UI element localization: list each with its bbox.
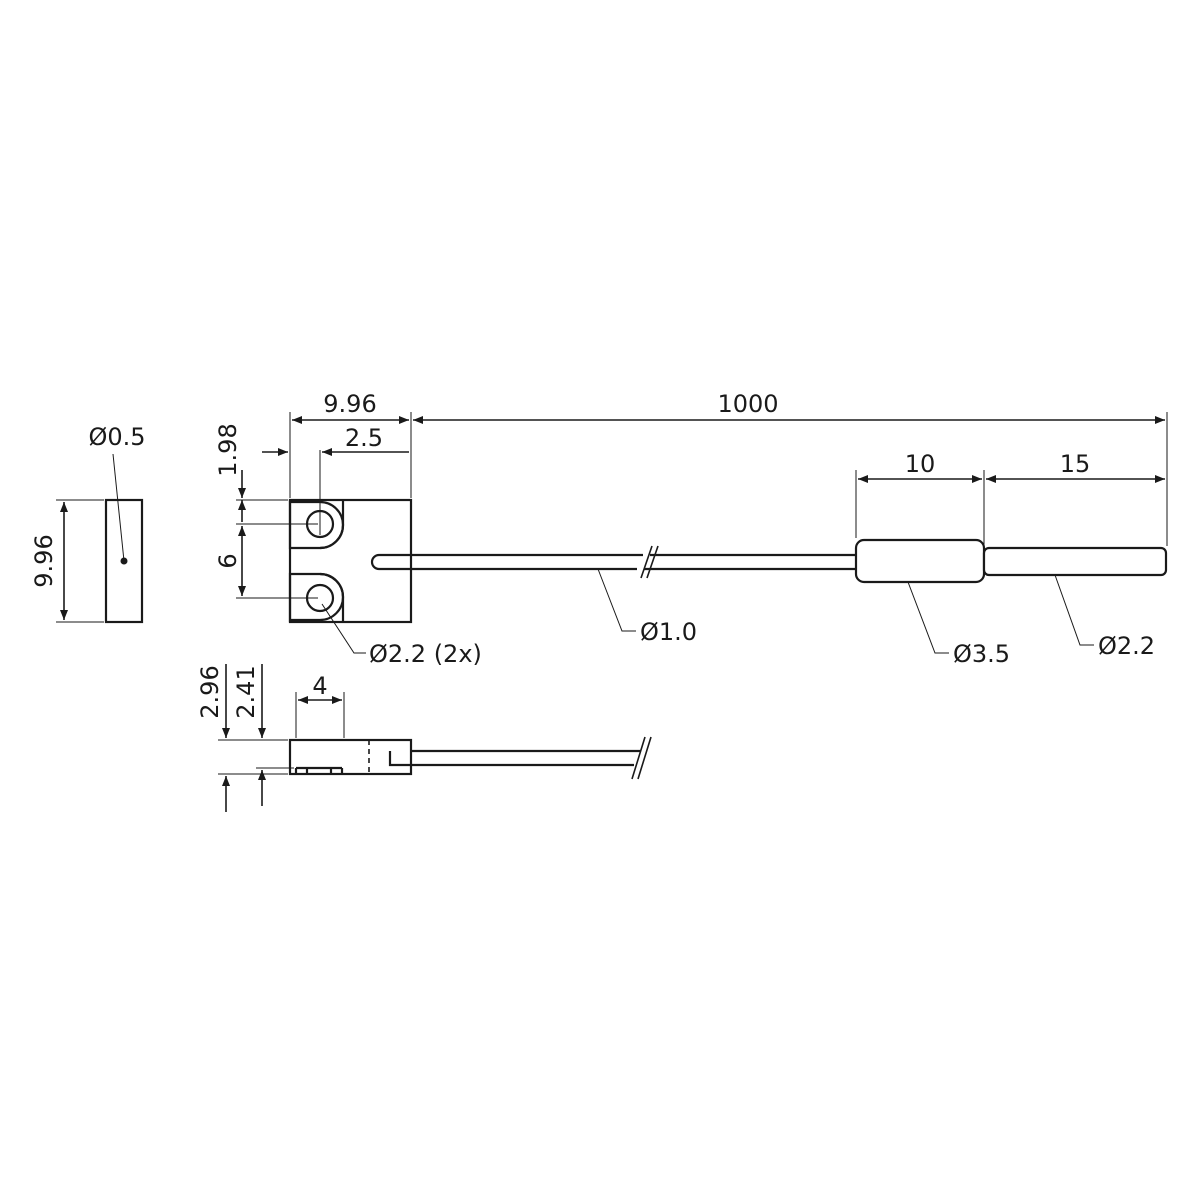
cable-break-marks xyxy=(640,545,659,579)
end-height-label: 9.96 xyxy=(30,534,58,587)
end-view-body xyxy=(104,498,144,624)
tail-diameter-leader xyxy=(1054,574,1094,646)
cable-length-label: 1000 xyxy=(717,390,778,418)
front-view: 9.96 1000 2.5 10 15 1.98 6 Ø2.2 (2x) Ø1.… xyxy=(214,390,1168,668)
tail-diameter-label: Ø2.2 xyxy=(1098,632,1155,660)
hole-offset-left-label: 2.5 xyxy=(345,424,383,452)
sleeve-diameter-label: Ø3.5 xyxy=(953,640,1010,668)
cable-diameter-leader xyxy=(597,568,636,632)
side-cable xyxy=(411,749,641,767)
body-width-label: 9.96 xyxy=(323,390,376,418)
tail-length-label: 15 xyxy=(1060,450,1091,478)
hole-diameter-label: Ø2.2 (2x) xyxy=(369,640,482,668)
side-view: 4 2.96 2.41 xyxy=(196,664,652,812)
cable-tail xyxy=(982,546,1168,577)
side-height-inner-label: 2.41 xyxy=(232,665,260,718)
sleeve-diameter-leader xyxy=(907,581,949,654)
hole-spacing-label: 6 xyxy=(214,553,242,568)
pin-leader xyxy=(112,453,125,562)
pin-diameter-label: Ø0.5 xyxy=(88,423,145,451)
hole-offset-top-label: 1.98 xyxy=(214,423,242,476)
cable-sleeve xyxy=(854,538,986,584)
cable-left-segment xyxy=(411,553,643,571)
side-width-label: 4 xyxy=(312,672,327,700)
cable-right-segment xyxy=(644,553,856,571)
end-view: 9.96 Ø0.5 xyxy=(30,423,146,624)
hole-diameter-leader xyxy=(321,603,366,654)
sleeve-length-label: 10 xyxy=(905,450,936,478)
side-height-total-label: 2.96 xyxy=(196,665,224,718)
cable-diameter-label: Ø1.0 xyxy=(640,618,697,646)
side-cable-break xyxy=(631,736,652,780)
sensor-body xyxy=(288,498,413,624)
